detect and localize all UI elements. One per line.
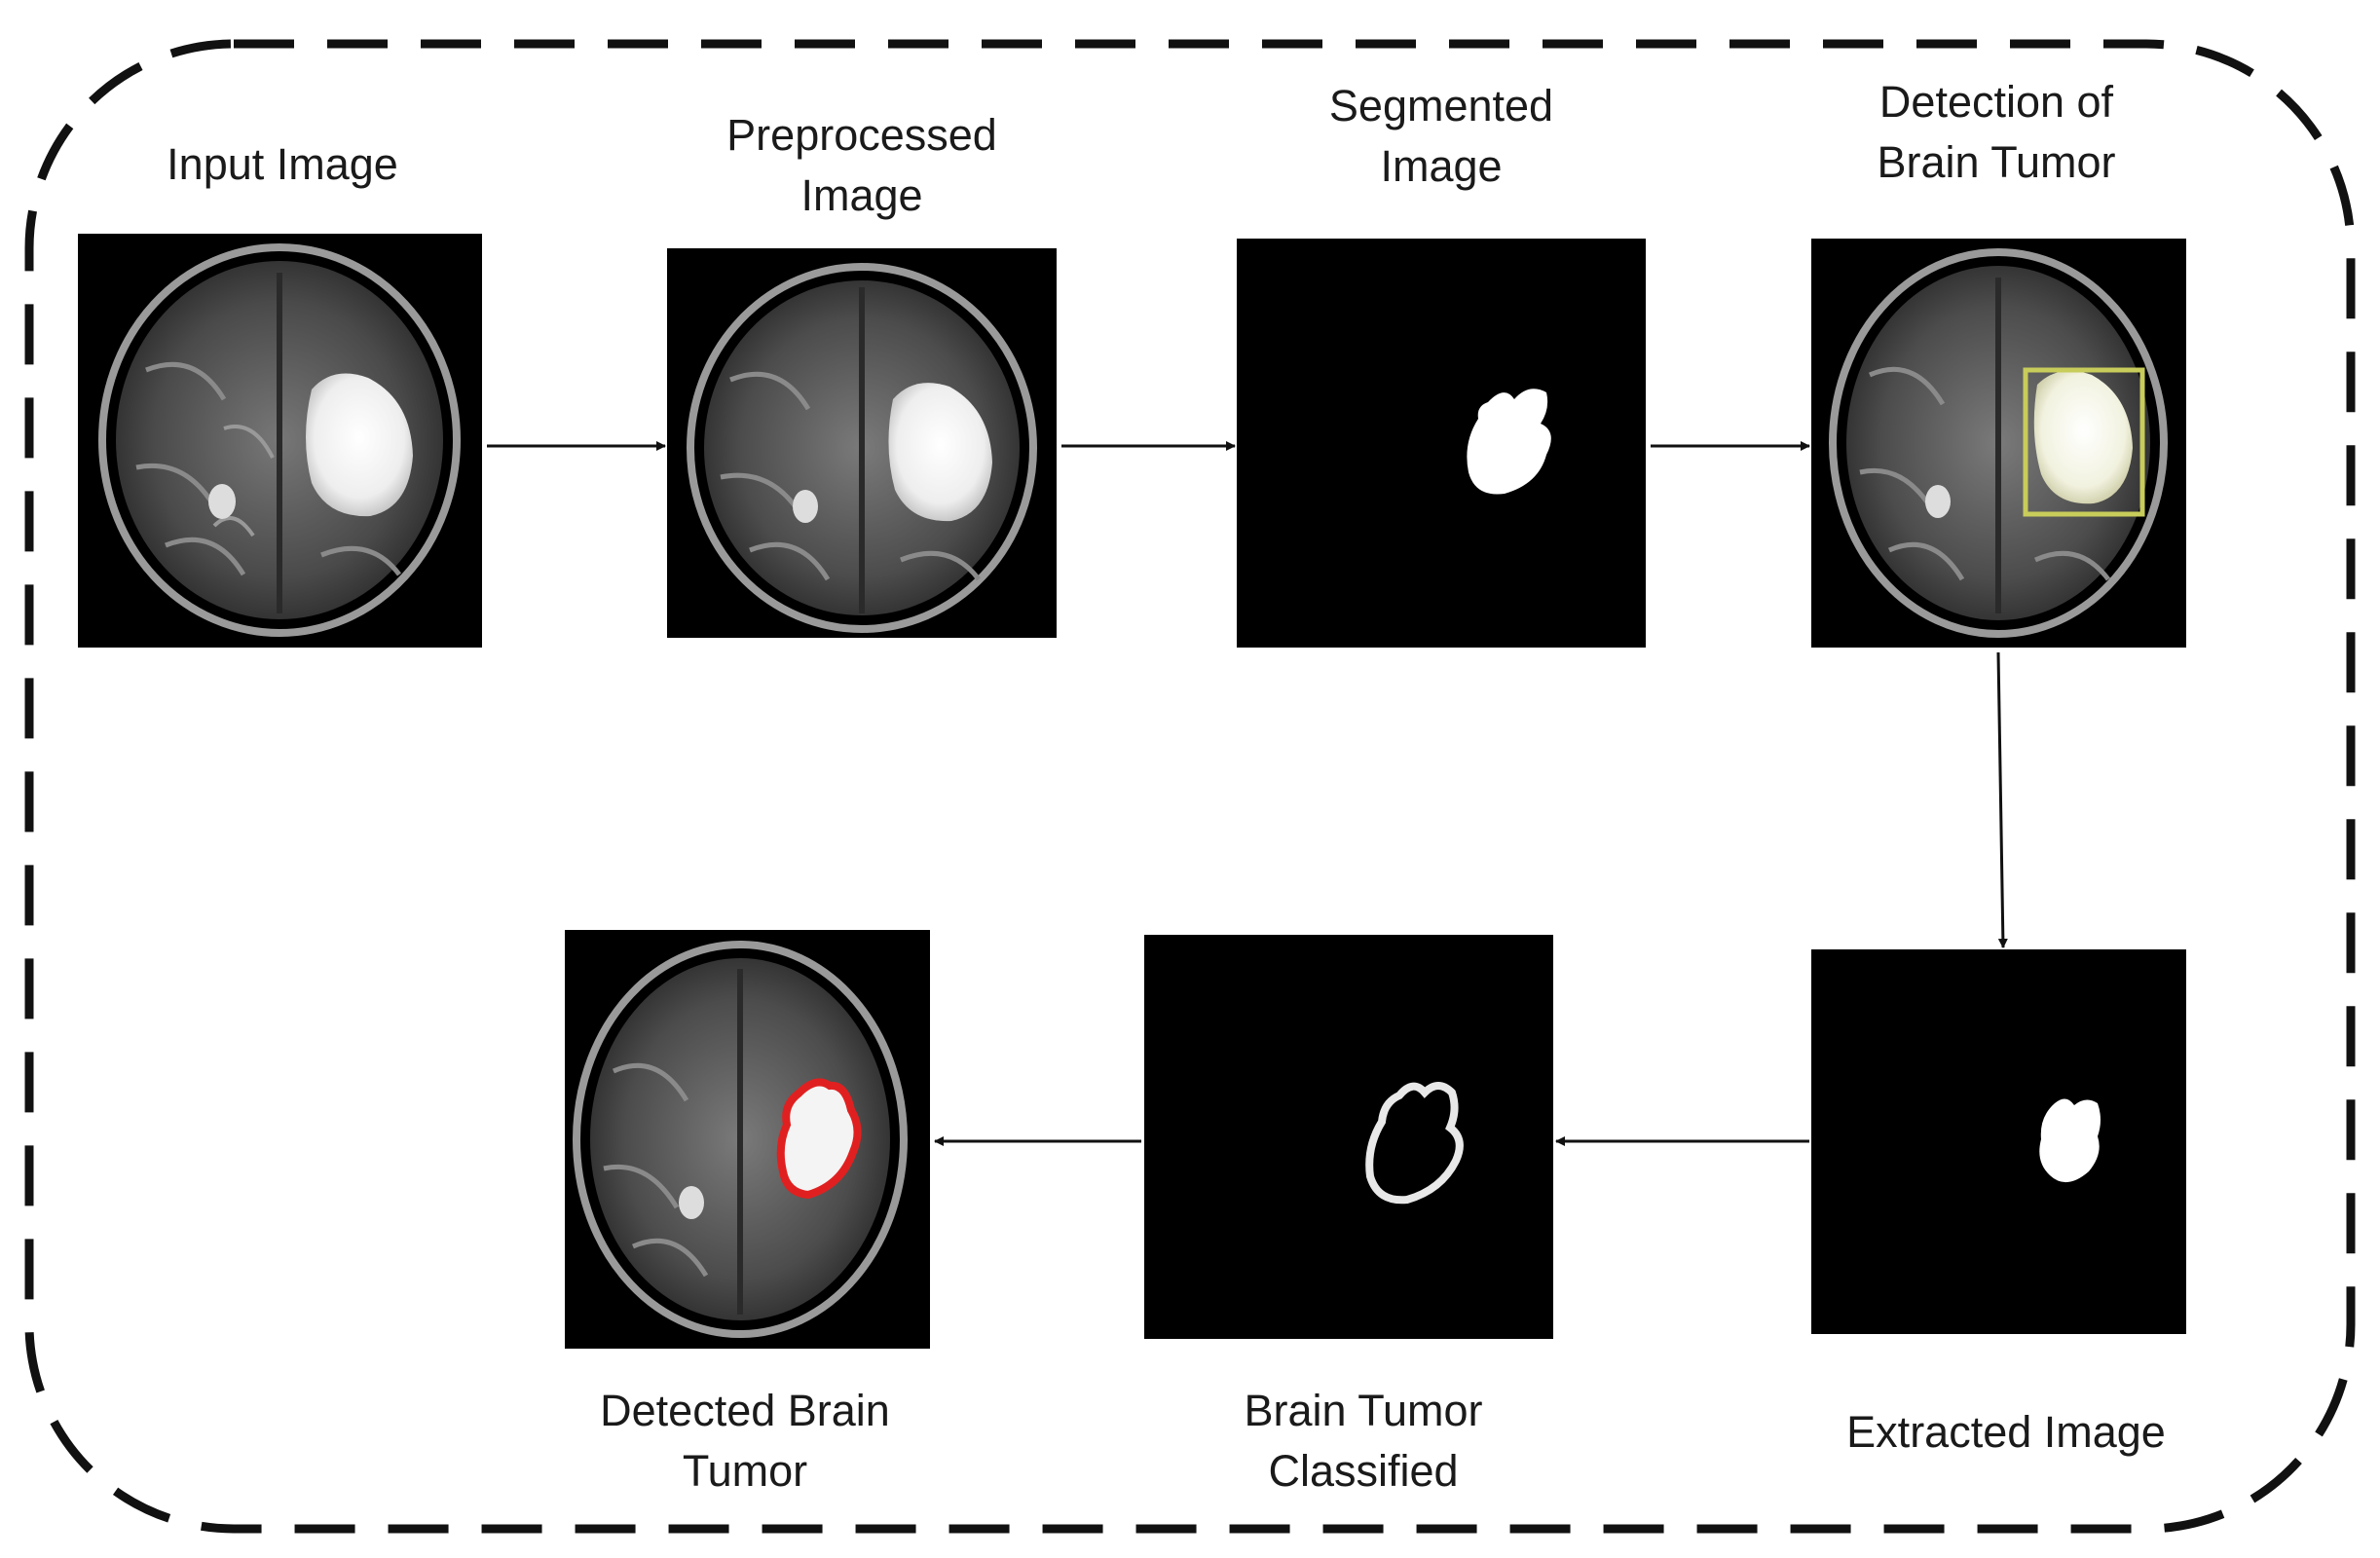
preprocessed-mri-image <box>667 248 1057 638</box>
label-input-image: Input Image <box>167 139 398 189</box>
detection-mri-image <box>1811 239 2186 648</box>
segmented-image <box>1237 239 1646 648</box>
input-mri-image <box>78 234 482 648</box>
label-detection-of-brain-tumor: Detection of Brain Tumor <box>1877 77 2116 187</box>
classified-image <box>1144 935 1553 1339</box>
detected-mri-image <box>565 930 930 1349</box>
label-detected-brain-tumor: Detected Brain Tumor <box>600 1386 890 1496</box>
extracted-image <box>1811 949 2186 1334</box>
label-segmented-image: Segmented Image <box>1328 81 1554 191</box>
label-brain-tumor-classified: Brain Tumor Classified <box>1244 1386 1483 1496</box>
label-preprocessed-image: Preprocessed Image <box>726 110 997 220</box>
label-extracted-image: Extracted Image <box>1846 1407 2166 1457</box>
